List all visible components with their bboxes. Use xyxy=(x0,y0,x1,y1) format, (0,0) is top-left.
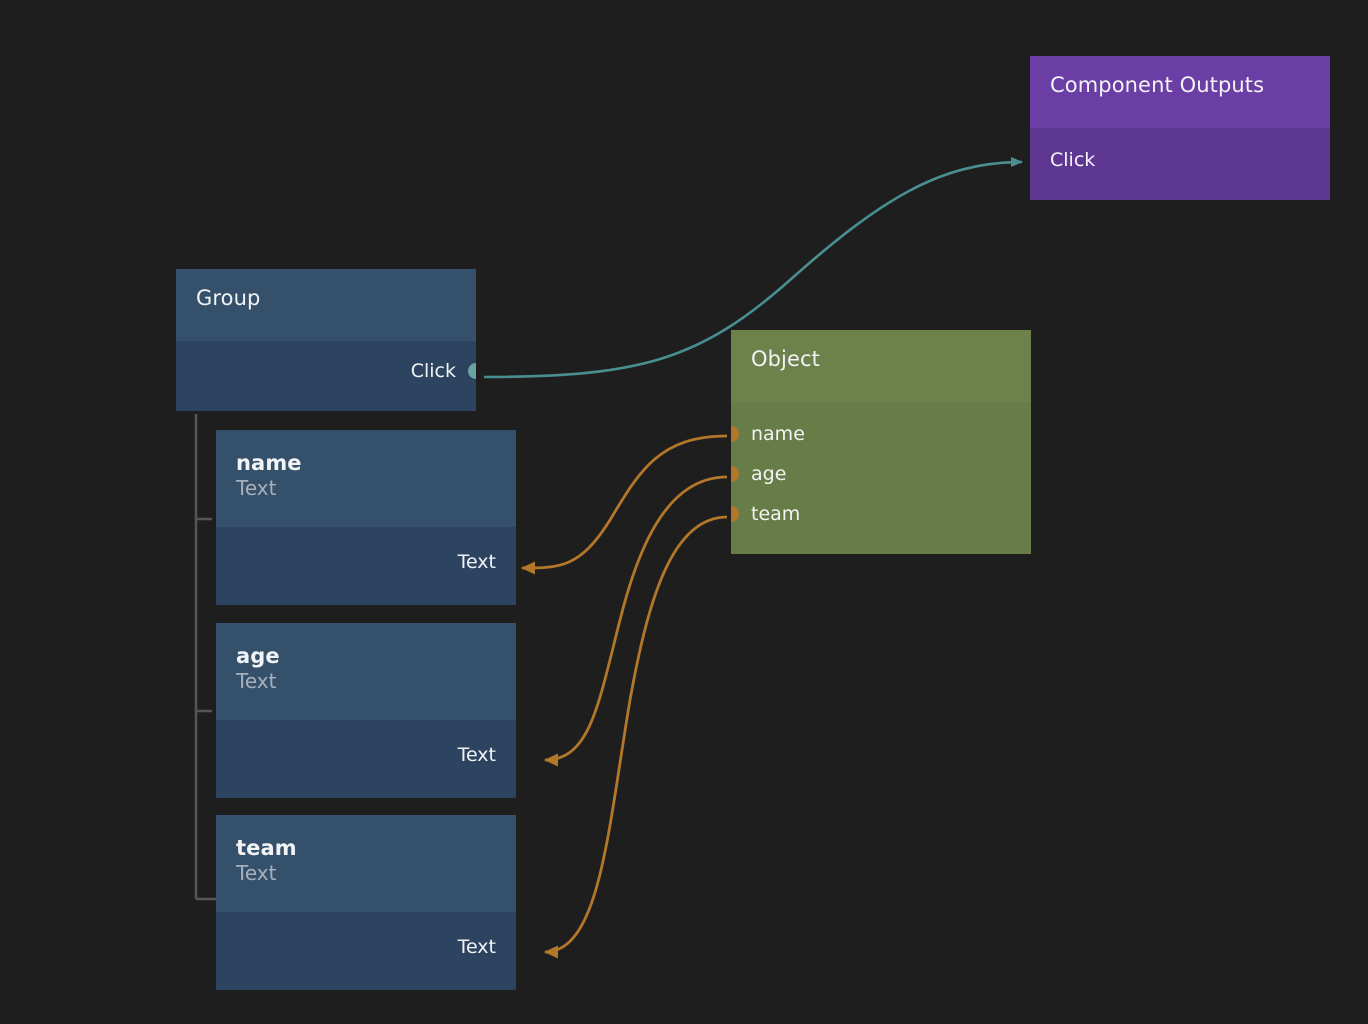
port-row-age-text[interactable]: Text xyxy=(216,735,516,775)
node-team-title: team xyxy=(236,835,496,861)
node-name-title: name xyxy=(236,450,496,476)
port-row-object-team[interactable]: team xyxy=(731,494,1031,534)
port-label-click: Click xyxy=(411,360,456,382)
wire-object-age-to-age-text xyxy=(545,477,727,760)
node-team-body: Text xyxy=(216,912,516,990)
node-component-outputs-body: Click xyxy=(1030,128,1330,200)
node-object-header[interactable]: Object xyxy=(731,330,1031,402)
port-label-name: name xyxy=(751,423,805,445)
node-group-title: Group xyxy=(196,285,456,311)
node-object[interactable]: Object name age team xyxy=(731,330,1031,554)
port-row-name-text[interactable]: Text xyxy=(216,542,516,582)
node-age-header[interactable]: age Text xyxy=(216,623,516,720)
node-age[interactable]: age Text Text xyxy=(216,623,516,798)
port-row-component-outputs-click[interactable]: Click xyxy=(1030,140,1330,180)
node-name-header[interactable]: name Text xyxy=(216,430,516,527)
port-dot-object-name[interactable] xyxy=(731,426,739,442)
port-label-age: age xyxy=(751,463,786,485)
wire-object-name-to-name-text xyxy=(522,436,727,568)
port-label-team: team xyxy=(751,503,800,525)
node-component-outputs-title: Component Outputs xyxy=(1050,72,1310,98)
node-component-outputs[interactable]: Component Outputs Click xyxy=(1030,56,1330,200)
node-name[interactable]: name Text Text xyxy=(216,430,516,605)
node-component-outputs-header[interactable]: Component Outputs xyxy=(1030,56,1330,128)
node-age-subtitle: Text xyxy=(236,669,496,694)
node-group-body: Click xyxy=(176,341,476,411)
node-object-title: Object xyxy=(751,346,1011,372)
node-team-subtitle: Text xyxy=(236,861,496,886)
tree-connector xyxy=(196,414,216,899)
node-age-body: Text xyxy=(216,720,516,798)
node-group-header[interactable]: Group xyxy=(176,269,476,341)
port-label-text: Text xyxy=(458,936,496,958)
node-team[interactable]: team Text Text xyxy=(216,815,516,990)
port-row-group-click[interactable]: Click xyxy=(176,351,476,391)
node-team-header[interactable]: team Text xyxy=(216,815,516,912)
node-name-subtitle: Text xyxy=(236,476,496,501)
wire-object-team-to-team-text xyxy=(545,517,727,952)
node-name-body: Text xyxy=(216,527,516,605)
port-label-text: Text xyxy=(458,744,496,766)
port-dot-object-team[interactable] xyxy=(731,506,739,522)
port-dot-group-click[interactable] xyxy=(468,363,476,379)
port-row-object-name[interactable]: name xyxy=(731,414,1031,454)
port-row-team-text[interactable]: Text xyxy=(216,927,516,967)
node-age-title: age xyxy=(236,643,496,669)
node-object-body: name age team xyxy=(731,402,1031,554)
port-row-object-age[interactable]: age xyxy=(731,454,1031,494)
port-label-text: Text xyxy=(458,551,496,573)
port-dot-object-age[interactable] xyxy=(731,466,739,482)
node-group[interactable]: Group Click xyxy=(176,269,476,411)
port-label-click: Click xyxy=(1050,149,1095,171)
